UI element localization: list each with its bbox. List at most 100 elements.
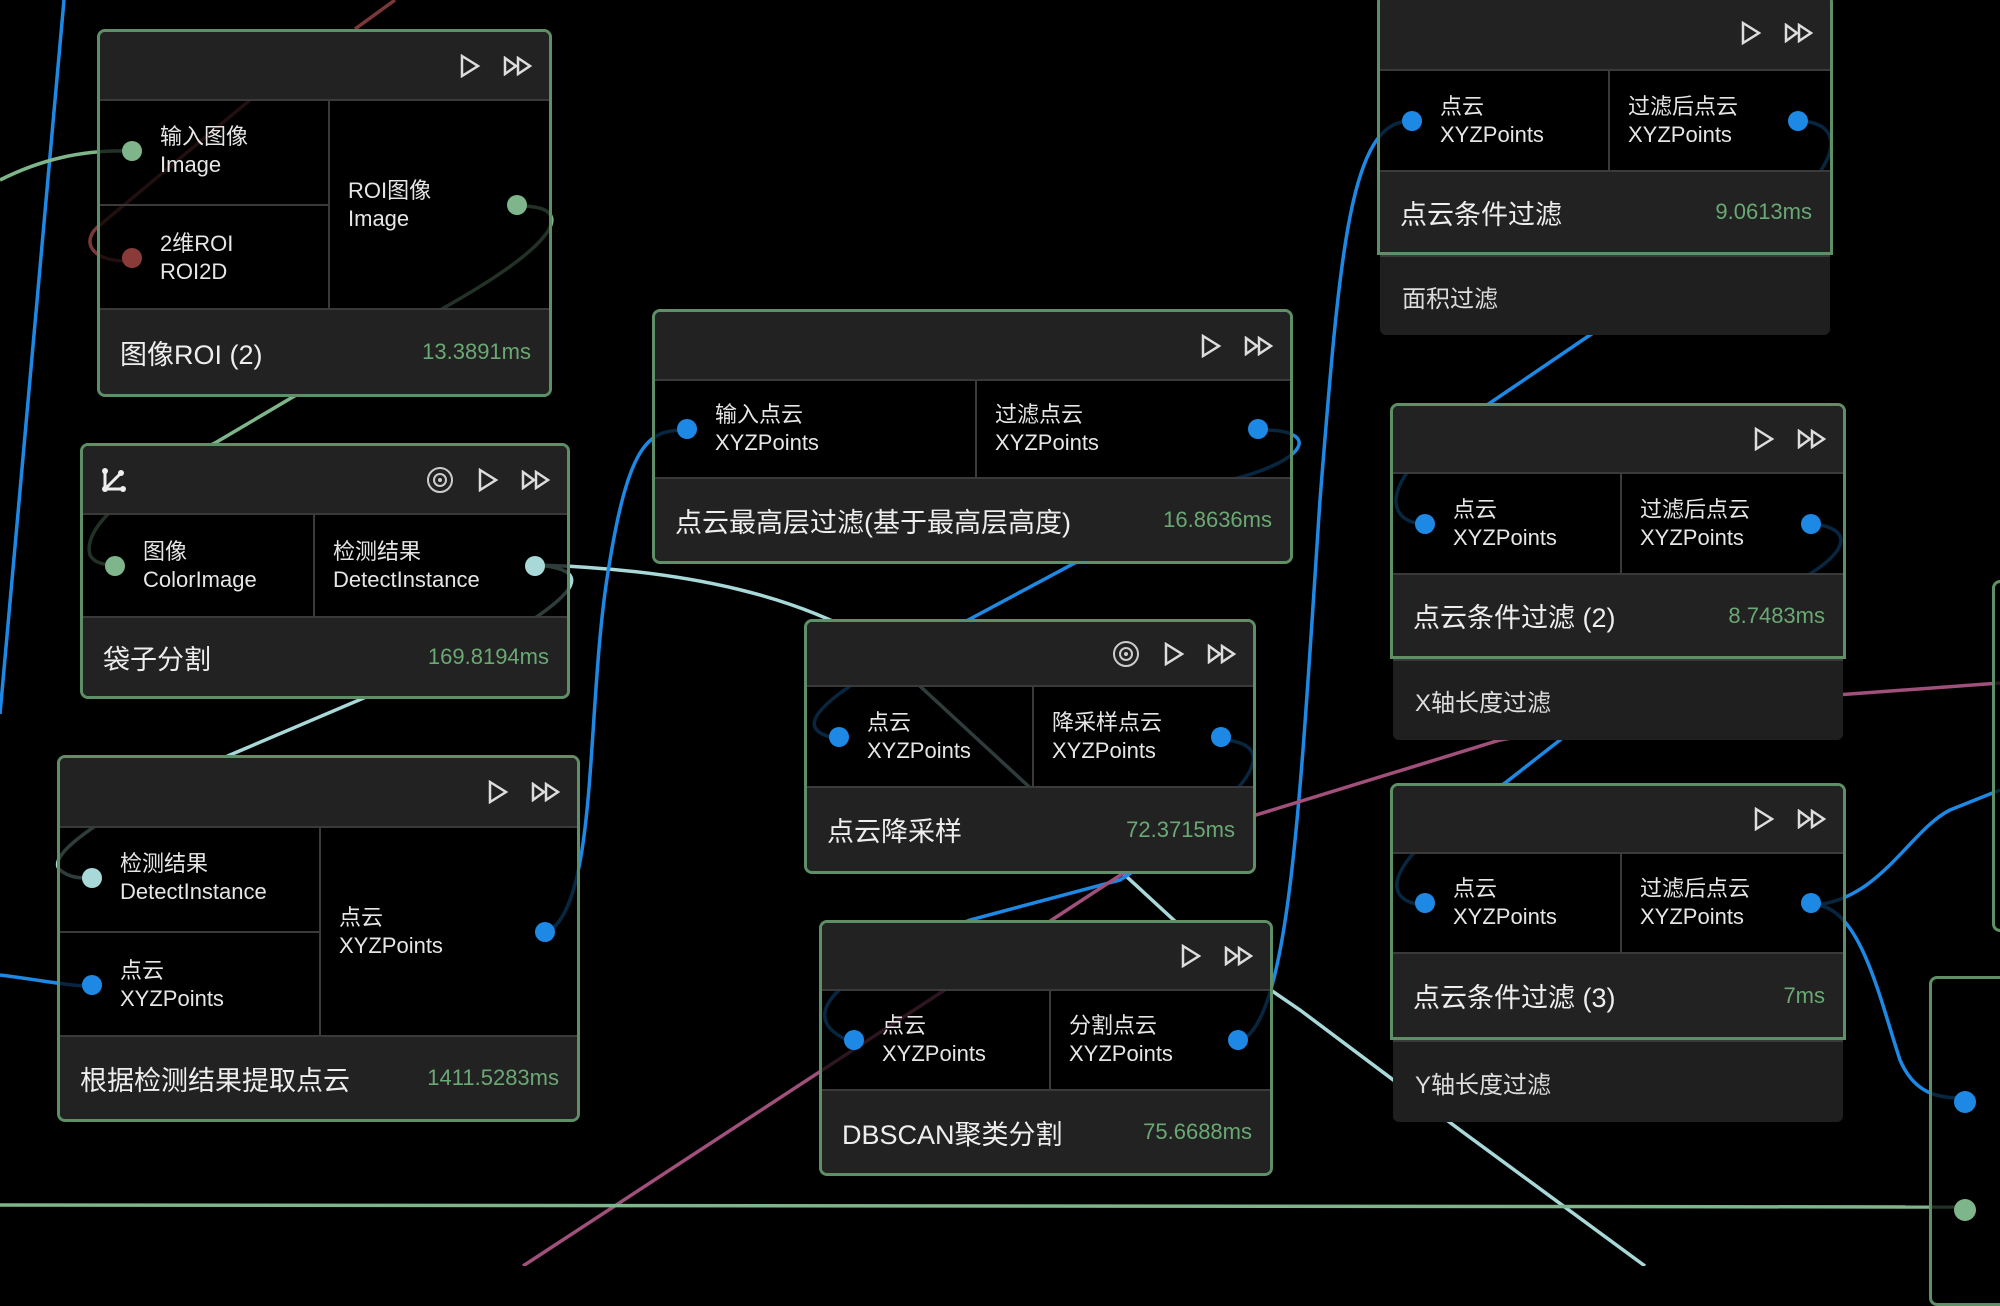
fast-forward-icon[interactable] <box>1224 946 1254 966</box>
port-name: 输入点云 <box>715 402 804 427</box>
port-dot[interactable] <box>1954 1091 1976 1113</box>
fast-forward-icon[interactable] <box>1797 809 1827 829</box>
port-dot[interactable] <box>105 555 125 576</box>
fast-forward-icon[interactable] <box>521 469 551 490</box>
port-dot[interactable] <box>122 141 142 162</box>
branch-icon[interactable] <box>101 467 129 493</box>
play-icon[interactable] <box>1740 21 1762 45</box>
play-icon[interactable] <box>1753 807 1775 831</box>
node-title: 点云降采样 <box>827 817 962 847</box>
header-actions <box>1111 622 1237 685</box>
node-header <box>1393 406 1843 474</box>
port-name: 降采样点云 <box>1052 709 1163 735</box>
port-type: Image <box>348 205 410 231</box>
node-header <box>100 32 549 101</box>
node-title: 图像ROI (2) <box>120 339 263 370</box>
node-footer: 点云条件过滤 (3) 7ms <box>1393 952 1843 1037</box>
play-icon[interactable] <box>477 467 499 492</box>
port-dot[interactable] <box>1415 893 1435 913</box>
fast-forward-icon[interactable] <box>1784 23 1814 43</box>
port-dot[interactable] <box>1402 110 1422 131</box>
port-type: XYZPoints <box>1453 904 1557 929</box>
target-icon[interactable] <box>1111 639 1141 669</box>
port-name: ROI图像 <box>348 177 432 203</box>
play-icon[interactable] <box>1753 427 1775 451</box>
node-title: 点云条件过滤 <box>1400 199 1562 230</box>
fast-forward-icon[interactable] <box>1797 429 1827 449</box>
node-exec-time: 7ms <box>1783 982 1825 1008</box>
target-icon[interactable] <box>425 465 455 495</box>
port-name: 过滤后点云 <box>1628 93 1739 119</box>
port-dot[interactable] <box>1211 726 1231 747</box>
port-dot[interactable] <box>844 1030 864 1050</box>
port-dot[interactable] <box>1788 110 1808 131</box>
port-dot[interactable] <box>525 555 545 576</box>
port-dot[interactable] <box>1228 1030 1248 1050</box>
wire-blue-left <box>0 0 66 715</box>
port-dot[interactable] <box>829 726 849 747</box>
port-dot[interactable] <box>535 921 555 942</box>
port-type: XYZPoints <box>1453 524 1557 550</box>
play-icon[interactable] <box>1163 641 1185 666</box>
fast-forward-icon[interactable] <box>503 55 533 76</box>
fast-forward-icon[interactable] <box>1244 335 1274 356</box>
fast-forward-icon[interactable] <box>1207 643 1237 664</box>
port-dot[interactable] <box>122 247 142 268</box>
port-dot[interactable] <box>1415 513 1435 534</box>
node-exec-time: 13.3891ms <box>422 339 531 364</box>
port-dot[interactable] <box>1248 419 1268 439</box>
header-actions <box>1180 923 1254 989</box>
port-dot[interactable] <box>507 194 527 215</box>
partial-node-right-bottom[interactable] <box>1929 976 2000 1306</box>
port-dot[interactable] <box>677 419 697 439</box>
node-title: 点云条件过滤 (3) <box>1413 983 1616 1013</box>
port-dot[interactable] <box>82 868 102 889</box>
fast-forward-icon[interactable] <box>531 782 561 802</box>
play-icon[interactable] <box>487 780 509 804</box>
port-dot[interactable] <box>82 974 102 995</box>
port-dot[interactable] <box>1801 513 1821 534</box>
port-dot[interactable] <box>1954 1199 1976 1221</box>
port-dot[interactable] <box>1801 893 1821 913</box>
play-icon[interactable] <box>1200 333 1222 358</box>
port-name: 2维ROI <box>160 230 234 256</box>
play-icon[interactable] <box>1180 944 1202 968</box>
partial-node-right-top[interactable] <box>1992 580 2000 932</box>
play-icon[interactable] <box>459 53 481 78</box>
